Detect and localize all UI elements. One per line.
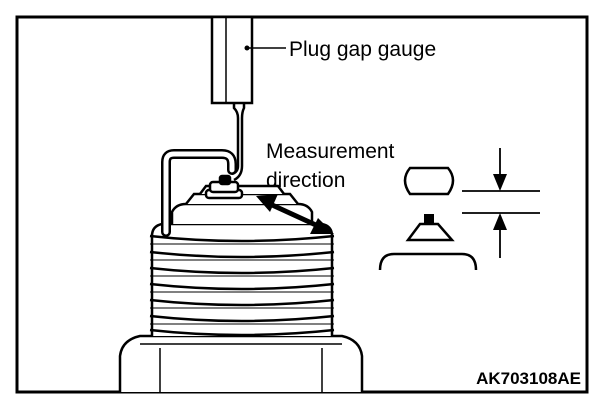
electrode-tip-top bbox=[403, 166, 455, 196]
center-electrode bbox=[424, 214, 434, 224]
figure-code: AK703108AE bbox=[476, 369, 581, 388]
plug-gap-gauge bbox=[210, 15, 254, 182]
direction-label-line1: Measurement bbox=[266, 140, 395, 163]
detail-insulator-shell bbox=[378, 252, 478, 271]
measurement-direction-arrow bbox=[256, 194, 334, 234]
gauge-label: Plug gap gauge bbox=[289, 38, 436, 61]
gauge-wire bbox=[231, 103, 240, 176]
direction-label-line2: direction bbox=[266, 169, 345, 192]
gauge-handle bbox=[210, 15, 254, 105]
gap-dimension bbox=[462, 148, 540, 258]
gap-arrow-up bbox=[493, 213, 507, 230]
gap-arrow-down bbox=[493, 174, 507, 191]
gap-detail bbox=[378, 166, 478, 271]
spark-plug-threads bbox=[149, 222, 335, 337]
center-electrode-insulator bbox=[405, 222, 455, 242]
